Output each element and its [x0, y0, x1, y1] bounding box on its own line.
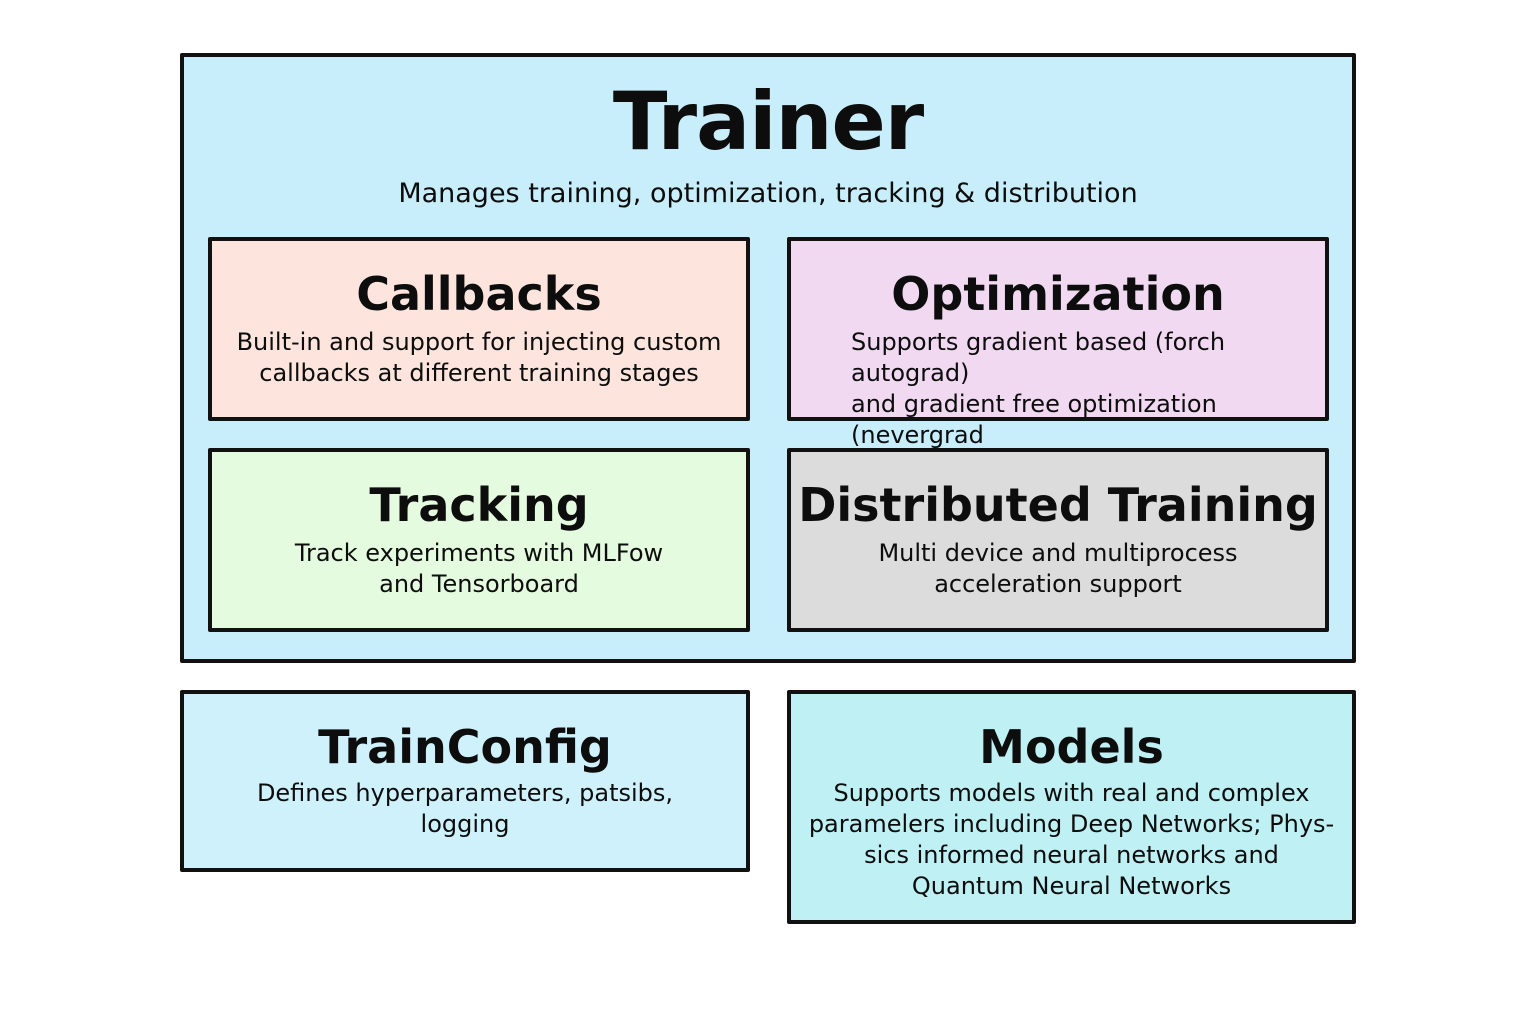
distributed-training-card: Distributed Training Multi device and mu…: [787, 448, 1329, 632]
distributed-training-title: Distributed Training: [798, 478, 1318, 532]
callbacks-card: Callbacks Built-in and support for injec…: [208, 237, 750, 421]
trainer-title: Trainer: [612, 75, 924, 168]
trainconfig-title: TrainConfig: [318, 720, 612, 774]
distributed-training-description: Multi device and multiprocess accelerati…: [878, 539, 1238, 598]
tracking-description: Track experiments with MLFow and Tensorb…: [294, 539, 664, 598]
models-description: Supports models with real and complex pa…: [808, 779, 1335, 900]
callbacks-title: Callbacks: [356, 267, 602, 321]
callbacks-description: Built-in and support for injecting custo…: [236, 328, 722, 387]
models-card: Models Supports models with real and com…: [787, 690, 1356, 924]
optimization-description: Supports gradient based (forch autograd)…: [851, 328, 1226, 449]
models-title: Models: [979, 720, 1164, 774]
trainer-subtitle: Manages training, optimization, tracking…: [398, 178, 1138, 209]
tracking-card: Tracking Track experiments with MLFow an…: [208, 448, 750, 632]
tracking-title: Tracking: [369, 478, 589, 532]
trainconfig-description: Defines hyperparameters, patsibs, loggin…: [256, 779, 674, 838]
trainconfig-card: TrainConfig Defines hyperparameters, pat…: [180, 690, 750, 872]
optimization-card: Optimization Supports gradient based (fo…: [787, 237, 1329, 449]
optimization-title: Optimization: [891, 267, 1225, 321]
